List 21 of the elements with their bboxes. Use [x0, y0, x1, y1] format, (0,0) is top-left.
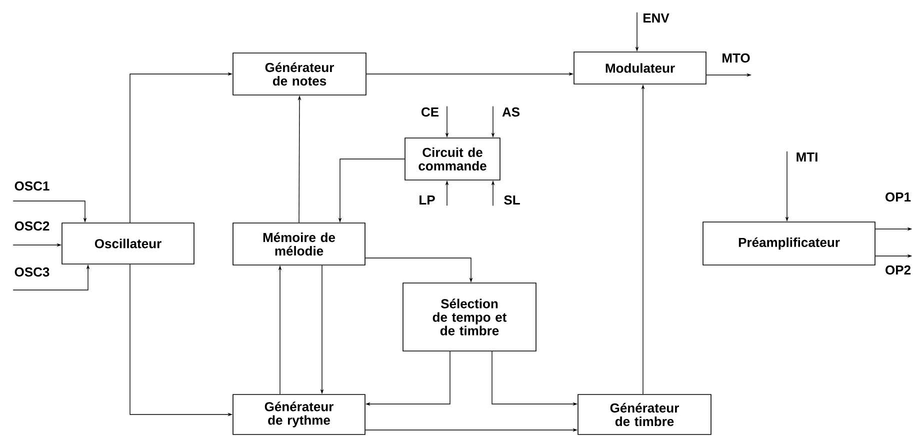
signal-label: OSC2	[14, 221, 50, 231]
signal-label: OSC1	[14, 181, 50, 191]
signal-label: SL	[504, 195, 520, 205]
block-box: Générateur de timbre	[578, 394, 712, 435]
block-box: Circuit de commande	[404, 138, 500, 180]
block-box: Mémoire de mélodie	[232, 222, 366, 266]
block-box: Générateur de rythme	[232, 394, 366, 435]
signal-label: CE	[422, 107, 439, 117]
signal-label: MTO	[722, 53, 750, 63]
signal-label: LP	[420, 196, 435, 204]
block-box: Modulateur	[574, 52, 706, 84]
signal-label: ENV	[644, 14, 670, 22]
block-box: Sélection de tempo et de timbre	[402, 282, 536, 352]
signal-label: MTI	[796, 152, 818, 162]
signal-label: AS	[502, 107, 520, 117]
signal-label: OSC3	[14, 267, 50, 277]
block-box: Générateur de notes	[232, 52, 366, 96]
block-box: Préamplificateur	[702, 222, 876, 266]
block-box: Oscillateur	[62, 222, 194, 264]
signal-label: OP2	[886, 265, 910, 275]
signal-label: OP1	[886, 192, 911, 202]
